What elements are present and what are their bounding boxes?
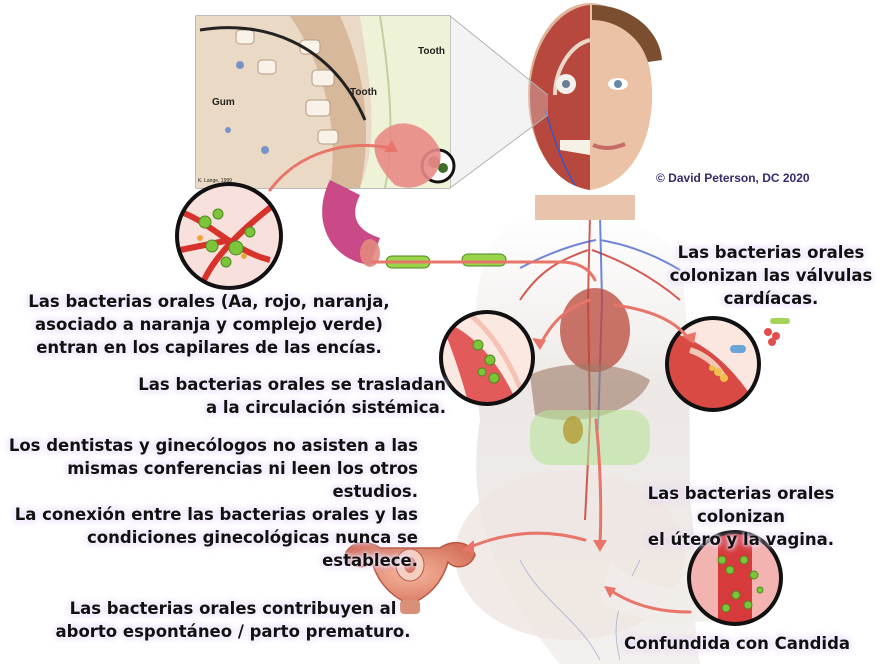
- gum-tooth-inset: [195, 15, 549, 189]
- caption-conferences: Los dentistas y ginecólogos no asisten a…: [8, 436, 418, 570]
- tooth-label-inner: Tooth: [350, 87, 378, 98]
- tooth-label-outer: Tooth: [418, 46, 446, 57]
- caption-candida: Confundida con Candida: [624, 634, 851, 653]
- uterus-illustration: [344, 541, 476, 614]
- caption-gum-capillaries: Las bacterias orales (Aa, rojo, naranja,…: [28, 292, 390, 357]
- gum-tissue: [322, 123, 441, 267]
- inset-credit: K. Lange, 1999: [198, 178, 232, 184]
- arrow-heads: [384, 140, 696, 598]
- gum-label: Gum: [212, 97, 235, 108]
- face-illustration: [528, 3, 662, 220]
- caption-systemic: Las bacterias orales se trasladan a la c…: [138, 375, 446, 417]
- caption-uterus: Las bacterias orales colonizan el útero …: [647, 484, 835, 549]
- copyright: © David Peterson, DC 2020: [656, 171, 810, 185]
- gum-magnifier: [199, 26, 367, 121]
- flow-arrows: [268, 144, 692, 614]
- capillary-bacteria-circle: [175, 182, 283, 290]
- torso-illustration: [455, 210, 760, 664]
- systemic-circulation-circle: [439, 310, 535, 406]
- caption-miscarriage: Las bacterias orales contribuyen al abor…: [55, 599, 411, 641]
- heart-valve-circle: [665, 316, 790, 412]
- vaginal-colonization-circle: [687, 530, 783, 626]
- caption-heart-valves: Las bacterias orales colonizan las válvu…: [669, 243, 873, 308]
